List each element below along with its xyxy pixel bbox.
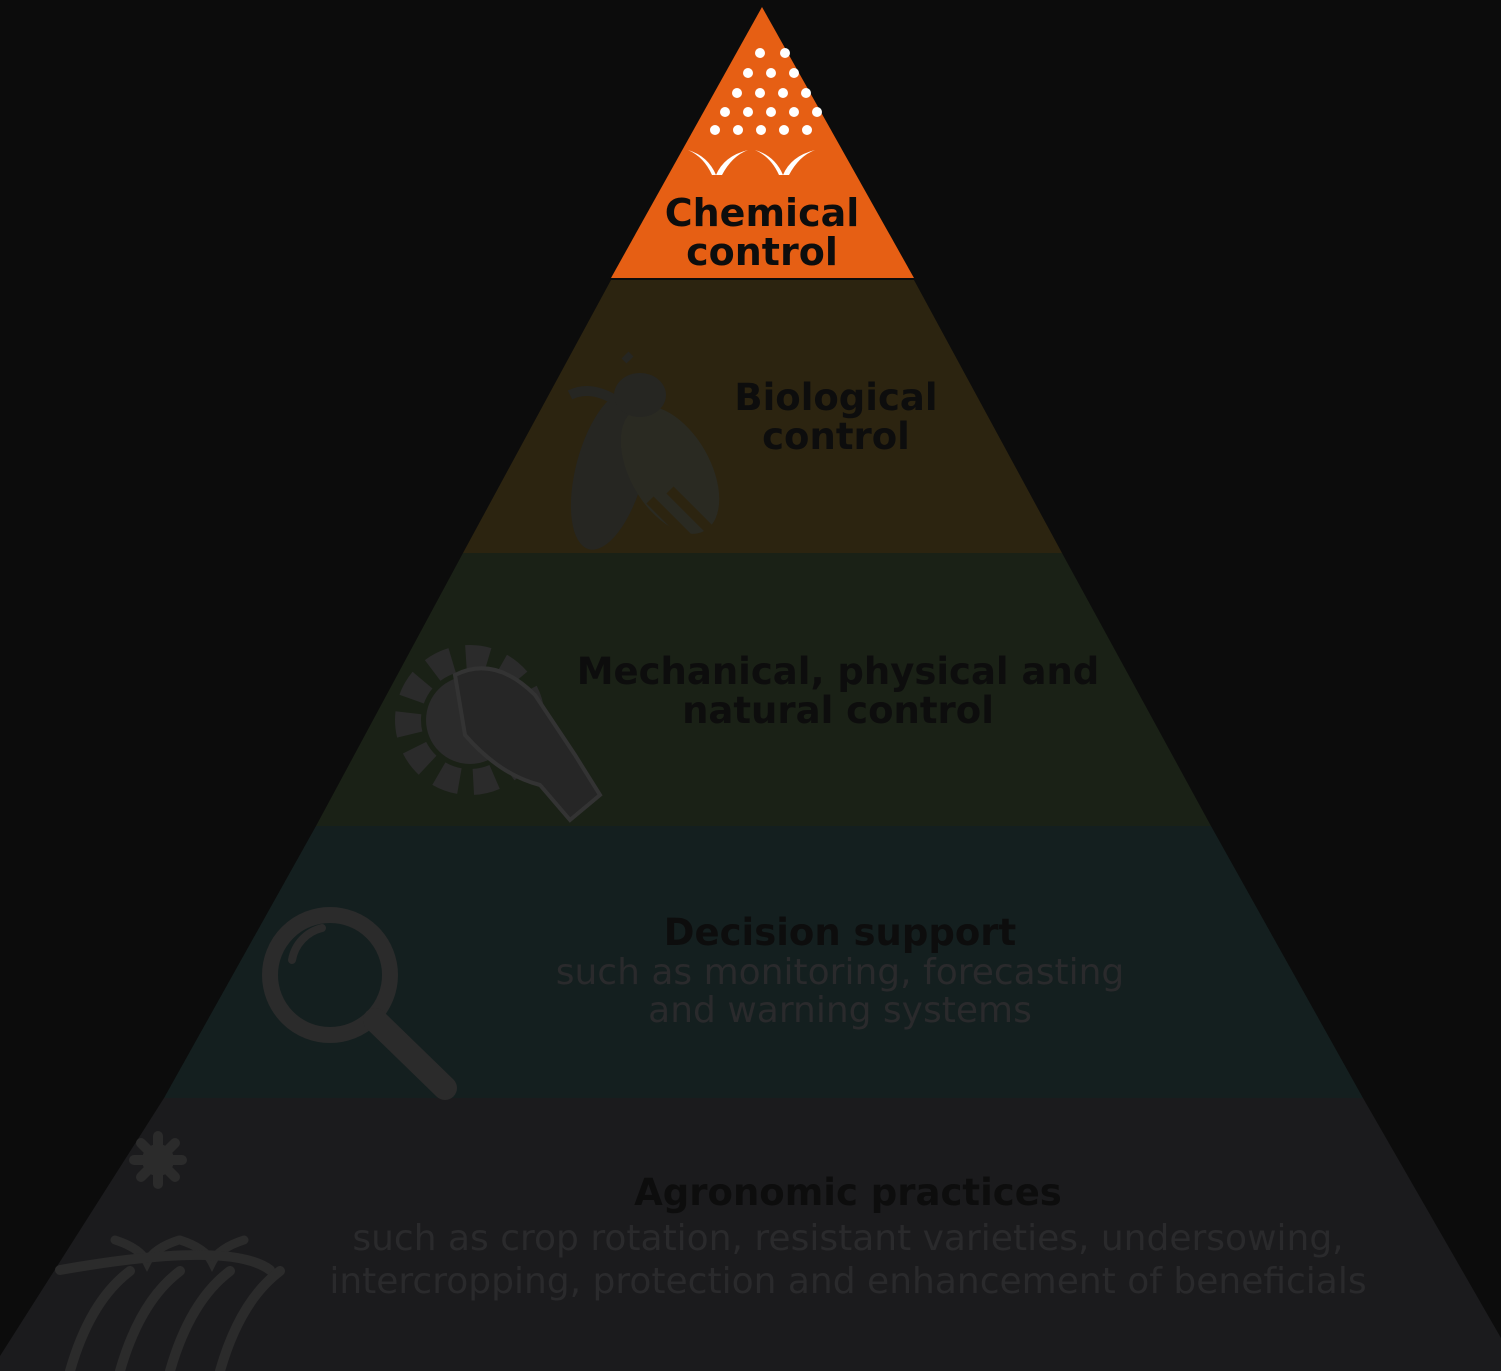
level-agronomic-title: Agronomic practices	[634, 1171, 1062, 1214]
insect-icon	[567, 351, 720, 550]
spray-plants-icon	[688, 48, 822, 175]
level-decision-title: Decision support	[664, 911, 1016, 954]
level-mechanical-title-line-2: natural control	[682, 689, 994, 732]
level-chemical-title-line-2: control	[686, 230, 838, 274]
level-decision-subtitle-line-2: and warning systems	[648, 990, 1032, 1031]
level-chemical-band	[611, 7, 914, 278]
level-chemical-title-line-1: Chemical	[665, 191, 860, 235]
level-mechanical: Mechanical, physical and natural control	[316, 553, 1211, 826]
level-decision: Decision support such as monitoring, for…	[164, 826, 1363, 1100]
level-chemical: Chemical control	[611, 7, 914, 278]
level-biological-title-line-2: control	[762, 415, 910, 458]
level-agronomic-band	[0, 1098, 1501, 1371]
magnifier-icon	[262, 907, 457, 1100]
field-virus-icon	[55, 1131, 285, 1371]
level-decision-band	[164, 826, 1363, 1098]
level-agronomic-subtitle-line-2: intercropping, protection and enhancemen…	[329, 1261, 1366, 1302]
level-mechanical-title-line-1: Mechanical, physical and	[577, 650, 1100, 693]
level-biological: Biological control	[463, 280, 1062, 553]
level-agronomic: Agronomic practices such as crop rotatio…	[0, 1098, 1501, 1371]
level-decision-subtitle-line-1: such as monitoring, forecasting	[556, 952, 1125, 993]
hand-gear-icon	[395, 645, 603, 823]
level-biological-title-line-1: Biological	[734, 376, 937, 419]
level-agronomic-subtitle-line-1: such as crop rotation, resistant varieti…	[352, 1218, 1343, 1259]
